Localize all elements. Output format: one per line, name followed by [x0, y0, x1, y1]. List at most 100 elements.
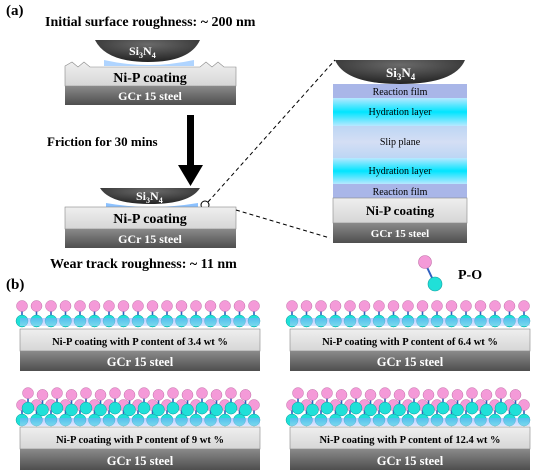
o-atom [36, 403, 49, 417]
p-atom [51, 387, 63, 399]
p-atom [364, 389, 377, 401]
zoom-reaction-film-top [333, 84, 467, 98]
o-atom [407, 401, 421, 415]
p-atom [190, 300, 202, 312]
p-atom [431, 300, 443, 312]
o-atom [494, 401, 508, 415]
o-atom [239, 403, 252, 417]
p-atom [196, 387, 208, 399]
sample-block-1: Ni-P coating with P content of 3.4 wt % … [15, 300, 261, 371]
o-atom [306, 403, 319, 417]
o-atom [108, 401, 122, 415]
p-atom [161, 300, 173, 312]
p-atom [181, 389, 194, 401]
sample-block-2: Ni-P coating with P content of 6.4 wt % … [285, 300, 531, 371]
sample-block-3: Ni-P coating with P content of 9 wt % GC… [15, 387, 261, 470]
p-atom [225, 387, 237, 399]
p-atom [503, 300, 516, 312]
p-atom [408, 387, 420, 399]
legend-po-label: P-O [458, 268, 482, 283]
o-atom [335, 403, 348, 417]
o-atom [195, 401, 209, 415]
zoom-coating [332, 197, 468, 224]
p-atom [219, 300, 231, 312]
p-atom [36, 389, 49, 401]
p-atom [387, 300, 400, 312]
p-atom [460, 300, 472, 312]
p-atom [393, 389, 406, 401]
friction-arrow [178, 115, 203, 186]
sample-4-steel [290, 449, 530, 470]
o-atom [451, 403, 464, 417]
wear-roughness-text: Wear track roughness: ~ 11 nm [50, 257, 237, 272]
p-atom [59, 300, 72, 312]
zoom-reaction-film-top-label: Reaction film [373, 87, 428, 98]
worn-water-film [106, 203, 198, 207]
p-atom [509, 389, 522, 401]
p-atom [152, 389, 165, 401]
o-atom [224, 401, 238, 415]
p-atom [45, 300, 57, 312]
p-atom [94, 389, 107, 401]
initial-water-film [104, 60, 194, 66]
p-atom [16, 300, 28, 312]
sample-3-steel [20, 449, 260, 470]
p-atom [167, 387, 179, 399]
p-atom [474, 300, 487, 312]
o-atom [210, 403, 223, 417]
p-atom [402, 300, 414, 312]
sample-1-steel [20, 351, 260, 371]
p-atom [210, 389, 223, 401]
o-atom [137, 401, 151, 415]
sample-3-film [20, 418, 260, 426]
zoom-line-bottom [235, 209, 331, 239]
zoom-steel-substrate [333, 223, 467, 243]
p-atom [518, 300, 530, 312]
p-atom [65, 389, 78, 401]
o-atom [349, 401, 363, 415]
o-atom [465, 401, 479, 415]
p-atom [22, 387, 34, 399]
o-atom [21, 401, 35, 415]
p-atom [146, 300, 159, 312]
sample-2-coating-label: Ni-P coating with P content of 6.4 wt % [322, 337, 498, 348]
p-atom [335, 389, 348, 401]
zoom-view: Si3N4 Reaction film Hydration layer Slip… [332, 60, 468, 243]
sample-2-steel [290, 351, 530, 371]
legend-p-atom [418, 255, 432, 269]
o-atom [364, 403, 377, 417]
p-atom [103, 300, 115, 312]
friction-label: Friction for 30 mins [47, 134, 158, 149]
p-atom [138, 387, 150, 399]
p-atom [321, 387, 333, 399]
o-atom [291, 401, 305, 415]
initial-stack: Si3N4 Ni-P coating GCr 15 steel [64, 40, 237, 105]
o-atom [422, 403, 435, 417]
zoom-coating-label: Ni-P coating [366, 203, 435, 218]
o-atom [152, 403, 165, 417]
initial-coating-label: Ni-P coating [113, 71, 187, 86]
worn-coating-label: Ni-P coating [113, 212, 187, 227]
zoom-slip-plane [333, 126, 467, 158]
p-atom [204, 300, 217, 312]
o-atom [65, 403, 78, 417]
p-atom [88, 300, 101, 312]
zoom-hydration-bottom [333, 158, 467, 184]
p-atom [30, 300, 43, 312]
po-legend: P-O [418, 255, 482, 292]
p-atom [233, 300, 246, 312]
p-atom [123, 389, 136, 401]
zoom-reaction-film-bottom-label: Reaction film [373, 187, 428, 198]
zoom-line-top [207, 59, 336, 203]
sample-block-4: Ni-P coating with P content of 12.4 wt %… [285, 387, 531, 470]
initial-roughness-text: Initial surface roughness: ~ 200 nm [45, 15, 256, 30]
p-atom [175, 300, 188, 312]
p-atom [300, 300, 313, 312]
p-atom [422, 389, 435, 401]
p-atom [416, 300, 429, 312]
p-atom [248, 300, 260, 312]
o-atom [123, 403, 136, 417]
o-atom [378, 401, 392, 415]
p-atom [495, 387, 507, 399]
sample-3-steel-label: GCr 15 steel [107, 454, 174, 468]
